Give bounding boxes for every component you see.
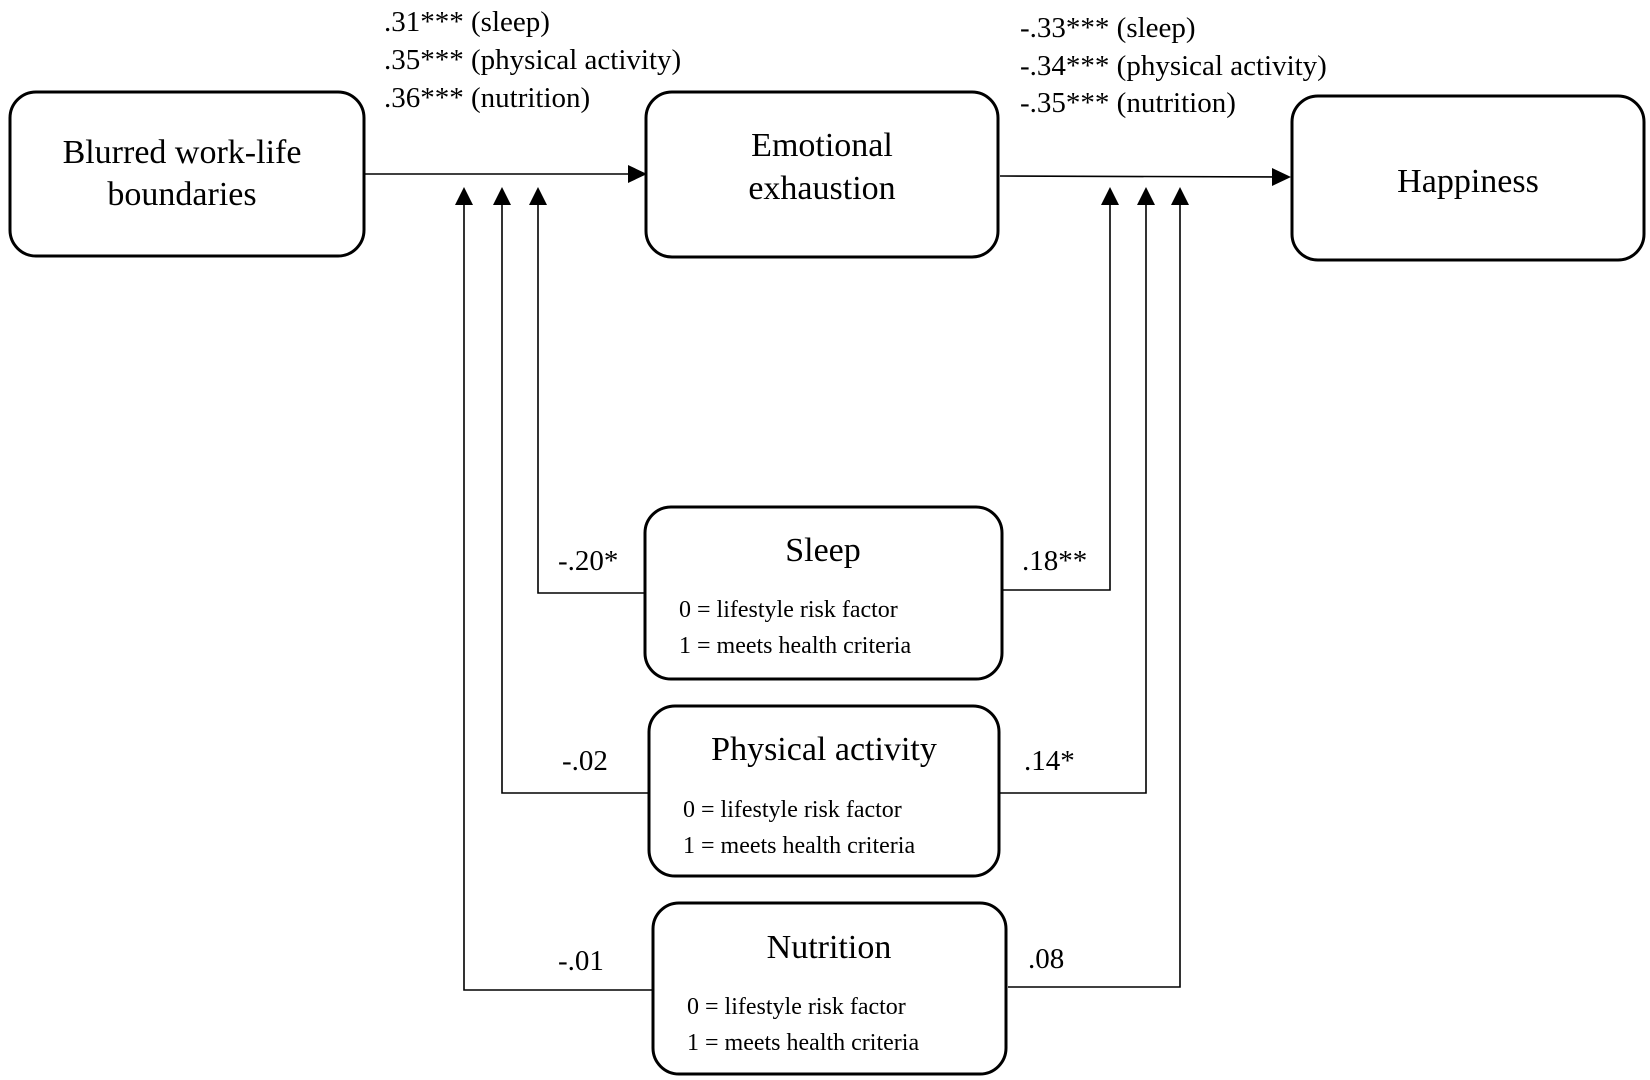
mod-a-nutrition: -.01 (558, 945, 604, 977)
node-physical-activity (647, 704, 1001, 878)
moderator-line-nutrition-a (463, 200, 653, 991)
arrow-sleep-a (529, 187, 547, 205)
coef-a-sleep: .31*** (sleep) (384, 6, 550, 38)
node-emotional-exhaustion (644, 90, 1000, 259)
node-happiness (1290, 94, 1646, 262)
arrow-nutrition-a (455, 187, 473, 205)
node-sleep-code-1: 1 = meets health criteria (679, 633, 911, 659)
coef-a-physical: .35*** (physical activity) (384, 44, 681, 76)
node-sleep-title: Sleep (785, 532, 861, 569)
arrow-physical-a (493, 187, 511, 205)
arrow-nutrition-b (1171, 187, 1189, 205)
node-sleep-code-0: 0 = lifestyle risk factor (679, 597, 898, 623)
path-exhaustion-to-happiness-arrowhead (1272, 168, 1291, 186)
mod-a-physical: -.02 (562, 745, 608, 777)
node-blurred-boundaries (8, 90, 366, 258)
node-blurred-line-2: boundaries (107, 176, 256, 213)
mod-b-nutrition: .08 (1028, 943, 1064, 975)
arrow-physical-b (1137, 187, 1155, 205)
node-happiness-label: Happiness (1397, 163, 1539, 200)
node-blurred-line-1: Blurred work-life (63, 134, 302, 171)
mod-a-sleep: -.20* (558, 545, 618, 577)
node-exhaustion-line-2: exhaustion (748, 170, 895, 207)
node-physical-title: Physical activity (711, 731, 937, 768)
node-exhaustion-line-1: Emotional (751, 127, 893, 164)
moderator-line-physical-b (1000, 200, 1147, 794)
moderator-line-sleep-a (537, 200, 645, 594)
path-exhaustion-to-happiness (999, 175, 1281, 178)
node-physical-code-1: 1 = meets health criteria (683, 833, 915, 859)
moderator-line-sleep-b (1003, 200, 1111, 591)
path-blurred-to-exhaustion-arrowhead (628, 165, 647, 183)
node-nutrition-code-0: 0 = lifestyle risk factor (687, 994, 906, 1020)
coef-a-nutrition: .36*** (nutrition) (384, 82, 590, 114)
coef-b-nutrition: -.35*** (nutrition) (1020, 87, 1236, 119)
node-sleep (643, 505, 1004, 681)
coef-b-sleep: -.33*** (sleep) (1020, 12, 1196, 44)
node-nutrition-code-1: 1 = meets health criteria (687, 1030, 919, 1056)
moderator-line-nutrition-b (1008, 200, 1181, 988)
moderator-line-physical-a (501, 200, 649, 794)
coef-b-physical: -.34*** (physical activity) (1020, 50, 1327, 82)
mod-b-sleep: .18** (1022, 545, 1087, 577)
node-nutrition-title: Nutrition (767, 929, 892, 966)
node-physical-code-0: 0 = lifestyle risk factor (683, 797, 902, 823)
mod-b-physical: .14* (1024, 745, 1075, 777)
arrow-sleep-b (1101, 187, 1119, 205)
node-nutrition (651, 901, 1008, 1076)
